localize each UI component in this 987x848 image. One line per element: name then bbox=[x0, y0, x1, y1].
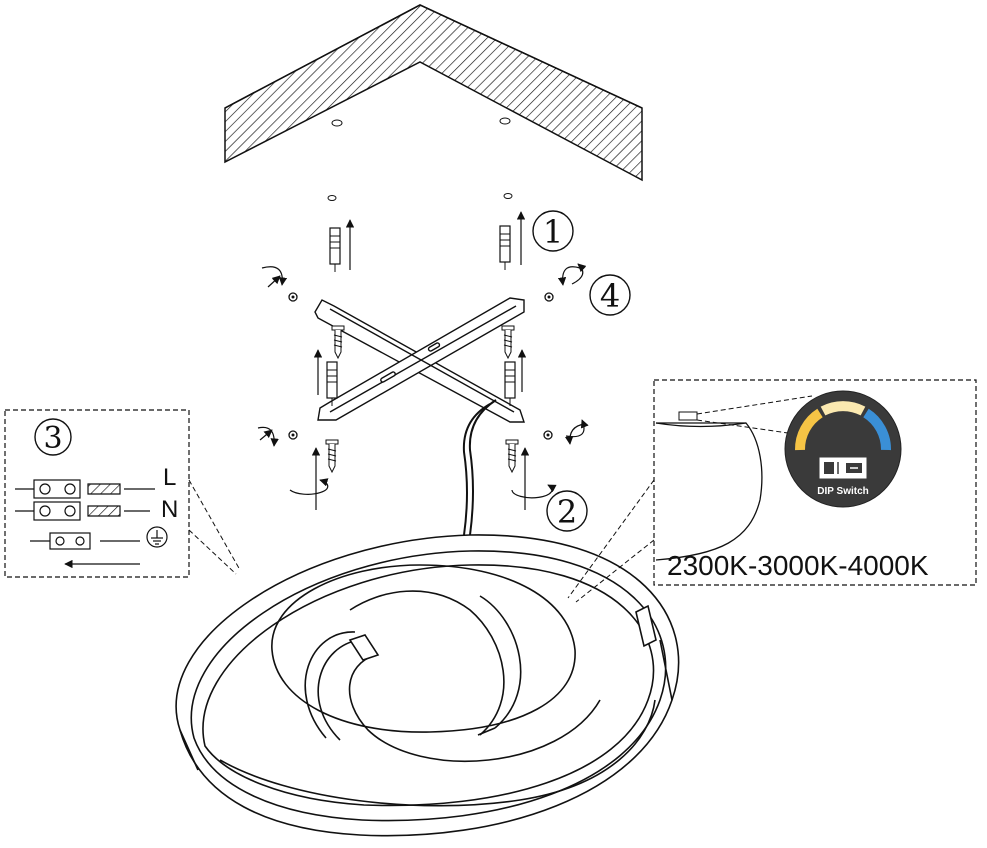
terminal-block bbox=[15, 479, 168, 550]
svg-text:4: 4 bbox=[600, 277, 620, 315]
mounting-bracket bbox=[314, 297, 525, 423]
ceiling bbox=[224, 4, 643, 201]
ceiling-hole-left bbox=[331, 119, 343, 127]
dip-detail-box: DIP Switch 2300K-3000K-4000K bbox=[653, 379, 977, 586]
color-temperature-label: 2300K-3000K-4000K bbox=[667, 550, 929, 581]
dip-switch-marker bbox=[678, 411, 698, 421]
warm-arc bbox=[794, 408, 823, 451]
step-4: 4 bbox=[589, 274, 631, 316]
cool-arc bbox=[863, 408, 892, 451]
ground-icon bbox=[151, 530, 163, 545]
power-cable bbox=[462, 399, 497, 536]
step-1: 1 bbox=[532, 210, 574, 252]
dip-switch-label: DIP Switch bbox=[817, 486, 869, 497]
dip-switch-badge: DIP Switch bbox=[784, 390, 902, 508]
live-label: L bbox=[163, 464, 176, 491]
svg-text:3: 3 bbox=[43, 421, 62, 456]
svg-text:2: 2 bbox=[557, 493, 577, 531]
motion-arrows bbox=[257, 211, 589, 510]
step-3: 3 bbox=[34, 418, 72, 456]
step-2: 2 bbox=[546, 490, 588, 532]
neutral-label: N bbox=[161, 496, 178, 523]
ceiling-hole-right bbox=[499, 117, 511, 125]
wiring-detail-box: 3 L N bbox=[4, 409, 190, 578]
neutral-arc bbox=[820, 401, 866, 416]
svg-text:1: 1 bbox=[543, 213, 563, 251]
ceiling-lamp bbox=[175, 534, 680, 837]
